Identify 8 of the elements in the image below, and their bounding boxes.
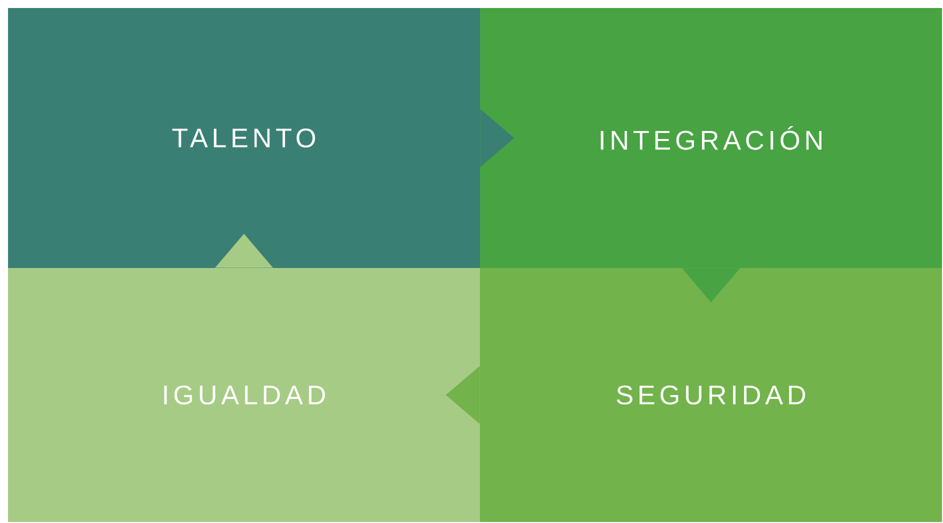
chevron-arrow bbox=[480, 109, 514, 167]
chevron-arrow bbox=[215, 234, 273, 268]
quadrant-box: INTEGRACIÓN bbox=[480, 8, 942, 268]
chevron-arrow bbox=[446, 366, 480, 424]
quadrant-box: SEGURIDAD bbox=[480, 268, 942, 522]
chevron-arrow bbox=[682, 268, 740, 302]
quadrant-box: IGUALDAD bbox=[8, 268, 480, 522]
quadrant-box: TALENTO bbox=[8, 8, 480, 268]
